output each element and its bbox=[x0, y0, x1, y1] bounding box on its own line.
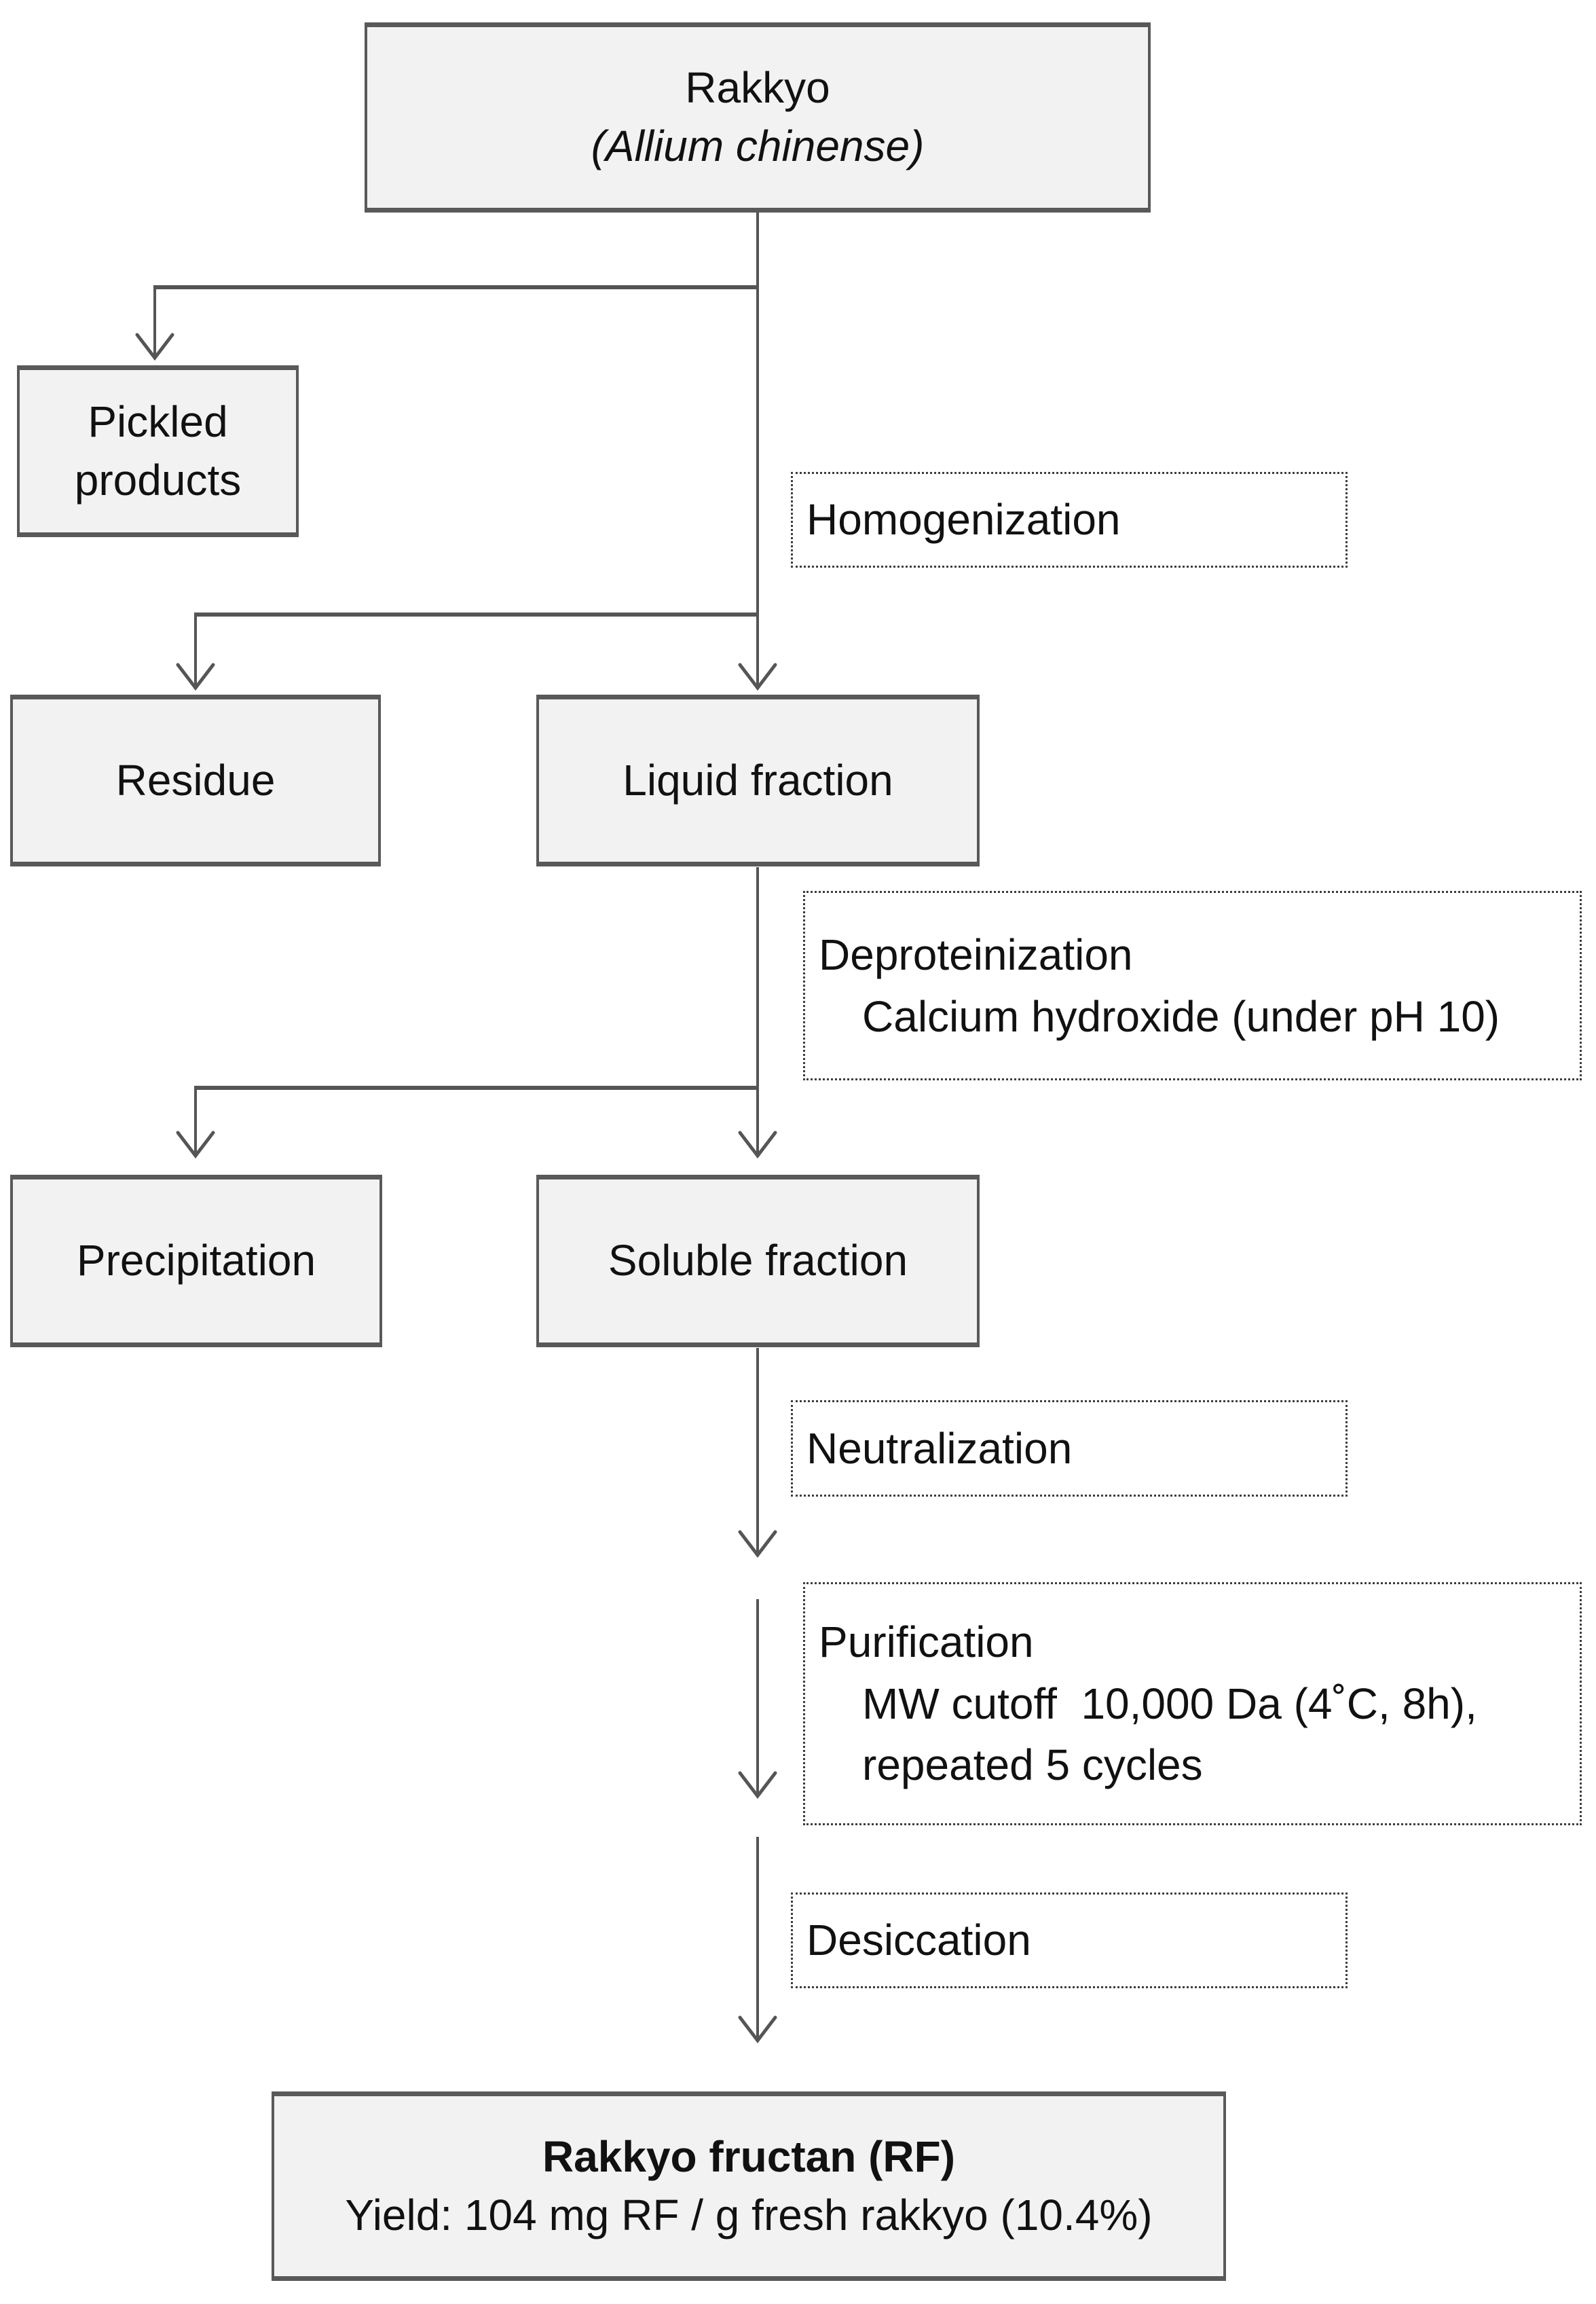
node-liquid-fraction: Liquid fraction bbox=[536, 695, 980, 866]
step-homogenization: Homogenization bbox=[791, 472, 1348, 568]
arrowhead-purification bbox=[738, 1771, 777, 1799]
arrowhead-liquid-fraction bbox=[738, 663, 777, 691]
node-soluble-fraction-label: Soluble fraction bbox=[608, 1236, 908, 1285]
step-deproteinization: Deproteinization Calcium hydroxide (unde… bbox=[803, 891, 1582, 1080]
node-rakkyo-latin-name: (Allium chinense) bbox=[591, 122, 925, 170]
step-neutralization-label: Neutralization bbox=[806, 1423, 1073, 1473]
step-purification-label: Purification bbox=[819, 1617, 1034, 1666]
step-deproteinization-label: Deproteinization bbox=[819, 930, 1133, 979]
node-pickled-products-label: Pickled products bbox=[74, 397, 242, 505]
step-homogenization-label: Homogenization bbox=[806, 495, 1121, 545]
step-desiccation-label: Desiccation bbox=[806, 1916, 1031, 1965]
step-purification: Purification MW cutoff 10,000 Da (4˚C, 8… bbox=[803, 1582, 1582, 1825]
arrowhead-soluble-fraction bbox=[738, 1131, 777, 1159]
arrowhead-residue bbox=[176, 663, 215, 691]
step-deproteinization-detail: Calcium hydroxide (under pH 10) bbox=[862, 991, 1500, 1041]
arrowhead-neutralization bbox=[738, 1530, 777, 1558]
node-rakkyo-source: Rakkyo (Allium chinense) bbox=[365, 22, 1151, 213]
node-liquid-fraction-label: Liquid fraction bbox=[623, 755, 893, 805]
arrowhead-pickled-products bbox=[135, 333, 174, 361]
node-precipitation: Precipitation bbox=[10, 1175, 382, 1347]
step-desiccation: Desiccation bbox=[791, 1892, 1348, 1988]
step-neutralization: Neutralization bbox=[791, 1400, 1348, 1497]
product-yield: Yield: 104 mg RF / g fresh rakkyo (10.4%… bbox=[345, 2190, 1153, 2239]
node-residue: Residue bbox=[10, 695, 381, 866]
node-residue-label: Residue bbox=[115, 755, 276, 805]
arrowhead-precipitation bbox=[176, 1131, 215, 1159]
node-pickled-products: Pickled products bbox=[17, 365, 299, 537]
product-title: Rakkyo fructan (RF) bbox=[542, 2132, 956, 2181]
arrowhead-product bbox=[738, 2015, 777, 2044]
node-rakkyo-name: Rakkyo bbox=[685, 63, 830, 113]
node-rakkyo-fructan-product: Rakkyo fructan (RF) Yield: 104 mg RF / g… bbox=[272, 2091, 1226, 2281]
step-purification-detail-1: MW cutoff 10,000 Da (4˚C, 8h), bbox=[862, 1679, 1477, 1728]
step-purification-detail-2: repeated 5 cycles bbox=[862, 1740, 1203, 1790]
node-soluble-fraction: Soluble fraction bbox=[536, 1175, 980, 1347]
node-precipitation-label: Precipitation bbox=[76, 1236, 316, 1285]
